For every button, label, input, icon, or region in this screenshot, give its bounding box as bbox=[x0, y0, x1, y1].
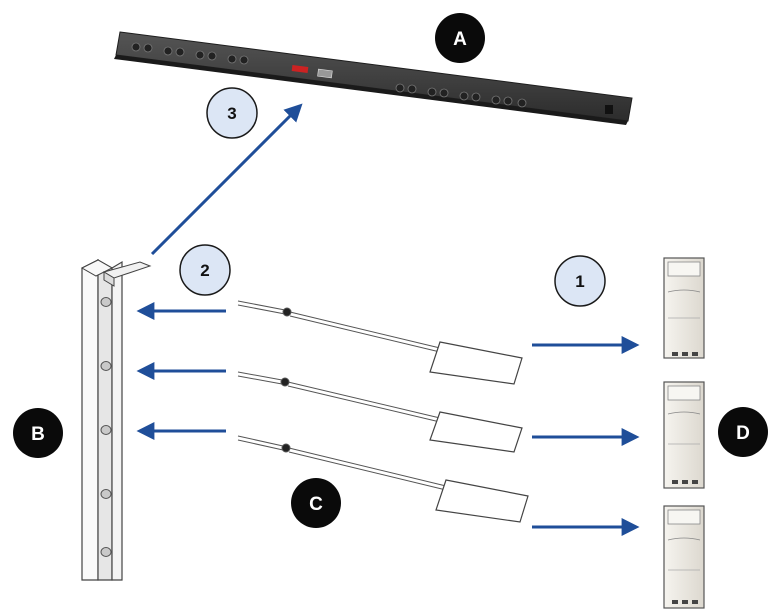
svg-text:1: 1 bbox=[575, 272, 584, 291]
arrow-to-pdu bbox=[150, 103, 303, 256]
sensor-probe-3 bbox=[237, 435, 529, 523]
rack-rail-icon bbox=[80, 258, 152, 581]
server-3 bbox=[663, 505, 705, 609]
svg-text:C: C bbox=[309, 494, 323, 515]
callout-a: A bbox=[435, 13, 485, 63]
server-1 bbox=[663, 257, 705, 359]
svg-text:3: 3 bbox=[227, 104, 236, 123]
callout-c: C bbox=[291, 478, 341, 528]
connector-plug bbox=[102, 261, 152, 287]
svg-text:D: D bbox=[736, 423, 750, 444]
callout-d: D bbox=[718, 407, 768, 457]
rack-rail-holes bbox=[100, 297, 112, 557]
svg-text:2: 2 bbox=[200, 261, 209, 280]
sensor-probe-1 bbox=[237, 300, 523, 385]
pdu-display bbox=[291, 65, 309, 73]
pdu-power-switch bbox=[605, 105, 613, 114]
pdu-outlets-right bbox=[395, 83, 527, 108]
server-2 bbox=[663, 381, 705, 489]
sensor-probe-2 bbox=[237, 371, 523, 453]
step-3: 3 bbox=[206, 87, 258, 139]
sensor-probe-icon bbox=[237, 300, 529, 523]
rack-pdu-icon bbox=[114, 31, 633, 125]
flow-arrows bbox=[136, 103, 640, 536]
callout-b: B bbox=[13, 408, 63, 458]
svg-text:A: A bbox=[453, 29, 467, 50]
step-1: 1 bbox=[554, 255, 606, 307]
pdu-outlets-left bbox=[131, 42, 249, 65]
step-2: 2 bbox=[179, 244, 231, 296]
svg-text:B: B bbox=[31, 424, 45, 445]
pdu-network-port bbox=[317, 68, 333, 79]
server-tower-icon bbox=[663, 257, 705, 609]
